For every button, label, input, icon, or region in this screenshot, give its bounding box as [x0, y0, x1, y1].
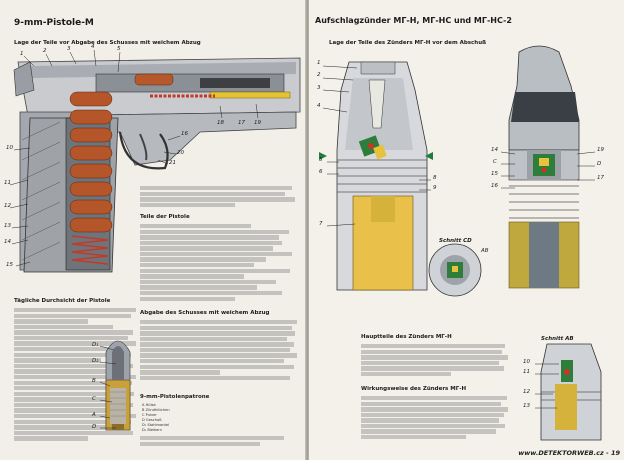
callout-20: 20	[177, 150, 184, 156]
parts-heading: Teile der Pistole	[140, 214, 190, 220]
cartridge-label-a: A	[92, 412, 96, 418]
section-cd-label: Schnitt CD	[439, 238, 472, 244]
pistol-subtitle: Lage der Teile vor Abgabe des Schusses m…	[14, 40, 201, 46]
callout-5: 5	[117, 46, 121, 52]
fuze-illustration	[319, 45, 602, 441]
section-ab-mark: AB	[481, 248, 489, 254]
left-page: 9-mm-Pistole-M Lage der Teile vor Abgabe…	[0, 0, 307, 460]
callout-14: 14	[4, 239, 11, 245]
fuze-callout-13: 13	[523, 403, 530, 409]
cartridge-label-d: D	[92, 424, 97, 430]
fuze-callout-5: 5	[319, 157, 323, 163]
callout-18: 18	[217, 120, 224, 126]
callout-10: 10	[6, 145, 13, 151]
pistol-illustration	[9, 49, 301, 273]
cartridge-note	[140, 436, 290, 450]
callout-12: 12	[4, 203, 11, 209]
callout-17: 17	[238, 120, 245, 126]
fuze-action-heading: Wirkungsweise des Zünders MГ-H	[361, 386, 467, 392]
fuze-parts-heading: Hauptteile des Zünders MГ-H	[361, 334, 452, 340]
fuze-callout-c: C	[493, 159, 497, 165]
fuze-callout-16: 16	[491, 183, 498, 189]
fuze-callout-1: 1	[317, 60, 321, 66]
cartridge-label-d1: D₁	[92, 342, 99, 348]
cartridge-label-c: C	[92, 396, 96, 402]
fuze-subtitle: Lage der Teile des Zünders MГ-H vor dem …	[329, 40, 487, 46]
description-text-block	[140, 186, 298, 212]
callout-19: 19	[254, 120, 261, 126]
fuze-callout-19: 19	[597, 147, 604, 153]
callout-15: 15	[6, 262, 13, 268]
page-fold	[305, 0, 310, 460]
fuze-callout-9: 9	[433, 185, 437, 191]
callout-3: 3	[67, 46, 71, 52]
callout-1: 1	[20, 51, 24, 57]
fuze-callout-3: 3	[317, 85, 321, 91]
fuze-title: Aufschlagzünder MГ-H, MГ-HC und MГ-HC-2	[315, 16, 512, 25]
fuze-callout-6: 6	[319, 169, 323, 175]
trigger-text	[140, 320, 300, 390]
fuze-callout-2: 2	[317, 72, 321, 78]
callout-2: 2	[43, 48, 47, 54]
fuze-callout-d: D	[597, 161, 602, 167]
cartridge-part-b: B Zündhütchen	[142, 408, 170, 412]
cartridge-part-d1: D₁ Stahlmantel	[142, 423, 170, 427]
fuze-parts-text	[361, 344, 511, 384]
fuze-callout-4: 4	[317, 103, 321, 109]
section-ab-label: Schnitt AB	[541, 336, 574, 342]
fuze-callout-17: 17	[597, 175, 604, 181]
daily-check-heading: Tägliche Durchsicht der Pistole	[14, 298, 111, 304]
cartridge-heading: 9-mm-Pistolenpatrone	[140, 394, 210, 400]
callout-13: 13	[4, 223, 11, 229]
callout-11: 11	[4, 180, 11, 186]
callout-16: 16	[181, 131, 188, 137]
daily-check-text	[14, 308, 138, 454]
fuze-callout-11: 11	[523, 369, 530, 375]
footer-watermark: www.DETEKTORWEB.cz - 19	[518, 449, 620, 457]
cartridge-part-a: A Hülse	[142, 403, 156, 407]
cartridge-label-d2: D₂	[92, 358, 99, 364]
cartridge-label-b: B	[92, 378, 96, 384]
fuze-callout-7: 7	[319, 221, 323, 227]
pistol-title: 9-mm-Pistole-M	[14, 18, 94, 28]
fuze-callout-12: 12	[523, 389, 530, 395]
cartridge-part-d: D Geschoß	[142, 418, 162, 422]
right-page: Aufschlagzünder MГ-H, MГ-HC und MГ-HC-2 …	[309, 0, 624, 460]
cartridge-part-c: C Pulver	[142, 413, 157, 417]
fuze-callout-8: 8	[433, 175, 437, 181]
fuze-callout-10: 10	[523, 359, 530, 365]
trigger-heading: Abgabe des Schusses mit weichem Abzug	[140, 310, 270, 316]
fuze-action-text	[361, 396, 511, 446]
fuze-callout-15: 15	[491, 171, 498, 177]
parts-list	[140, 224, 298, 308]
callout-21: 21	[169, 160, 176, 166]
callout-4: 4	[91, 44, 95, 50]
cartridge-part-d2: D₂ Bleikern	[142, 428, 162, 432]
cartridge-illustration	[99, 340, 131, 431]
fuze-callout-14: 14	[491, 147, 498, 153]
